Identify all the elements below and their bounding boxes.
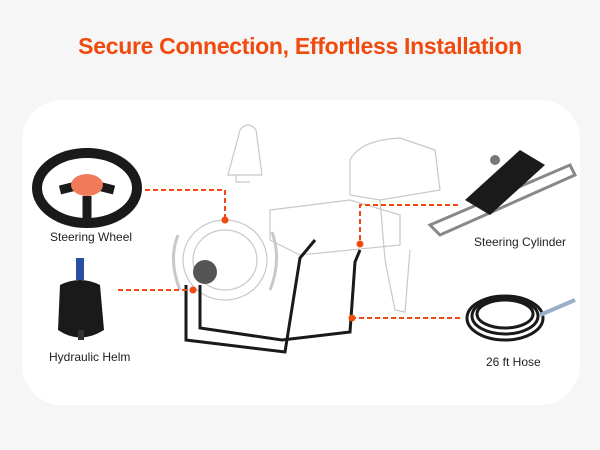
label-steering-wheel: Steering Wheel	[50, 230, 133, 244]
boat-sketch	[172, 124, 441, 313]
callout-lines	[118, 189, 460, 319]
steering-cylinder-image	[427, 150, 578, 237]
callout-dots	[189, 216, 364, 322]
label-steering-cylinder: Steering Cylinder	[474, 235, 567, 249]
page-title: Secure Connection, Effortless Installati…	[78, 33, 522, 59]
hose-coil-image	[465, 294, 576, 342]
label-hydraulic-helm: Hydraulic Helm	[49, 350, 131, 364]
helm-mini-icon	[193, 260, 217, 284]
diagram-card	[22, 100, 580, 405]
hose-lines	[184, 239, 362, 354]
label-hose: 26 ft Hose	[486, 355, 541, 369]
steering-wheel-image	[32, 148, 142, 228]
hydraulic-helm-image	[58, 258, 104, 340]
